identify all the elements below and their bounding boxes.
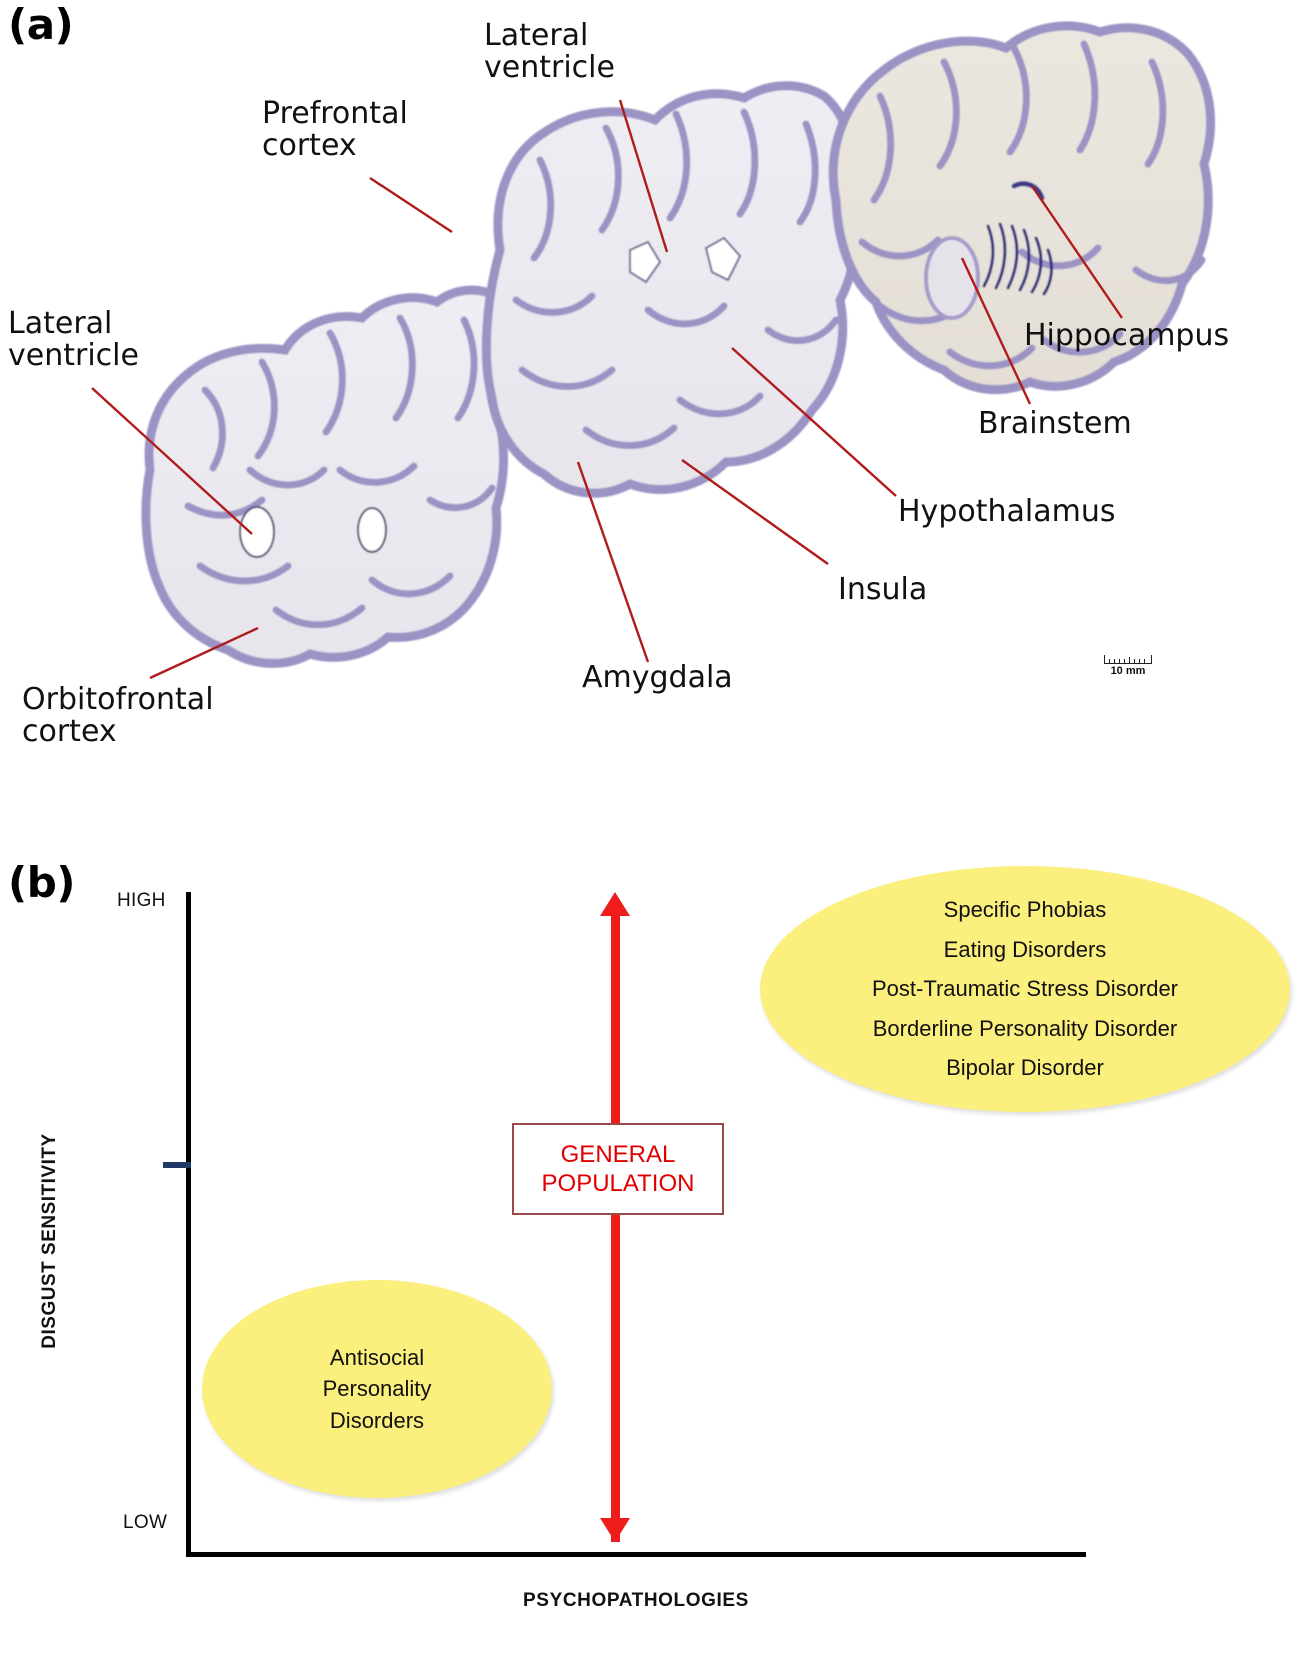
arrow-head-up-icon	[600, 892, 630, 916]
label-hypothalamus: Hypothalamus	[898, 494, 1116, 529]
leader-lateral-ventricle-top	[618, 99, 669, 253]
leader-lateral-ventricle-left	[91, 387, 253, 535]
leader-insula	[681, 459, 829, 565]
low-disgust-sensitivity-ellipse: Antisocial Personality Disorders	[202, 1280, 552, 1498]
general-population-box: GENERAL POPULATION	[512, 1123, 724, 1215]
general-population-label: GENERAL POPULATION	[541, 1140, 695, 1197]
label-lateral-ventricle-top: Lateral ventricle	[484, 18, 615, 86]
leader-hippocampus	[1031, 185, 1123, 319]
label-brainstem: Brainstem	[978, 406, 1132, 441]
panel-b-disgust-sensitivity-chart: (b) HIGH LOW DISGUST SENSITIVITY PSYCHOP…	[0, 830, 1300, 1677]
low-disgust-sensitivity-list: Antisocial Personality Disorders	[322, 1345, 432, 1433]
y-axis-low-label: LOW	[123, 1512, 168, 1533]
leader-prefrontal-cortex	[369, 176, 453, 234]
panel-a-brain-sections: (a)	[0, 0, 1300, 800]
label-lateral-ventricle-left: Lateral ventricle	[8, 306, 139, 374]
label-prefrontal-cortex: Prefrontal cortex	[262, 96, 408, 164]
y-axis-line	[186, 892, 191, 1556]
leader-lines	[91, 99, 1123, 680]
label-insula: Insula	[838, 572, 928, 607]
label-hippocampus: Hippocampus	[1024, 318, 1230, 353]
high-disgust-sensitivity-list: Specific Phobias Eating Disorders Post-T…	[871, 897, 1179, 1081]
high-disgust-sensitivity-ellipse: Specific Phobias Eating Disorders Post-T…	[760, 866, 1290, 1112]
y-axis-midpoint-tick	[163, 1162, 191, 1168]
leader-amygdala	[576, 461, 650, 663]
label-amygdala: Amygdala	[582, 660, 733, 695]
brain-section-anterior	[141, 285, 511, 668]
x-axis-title: PSYCHOPATHOLOGIES	[523, 1590, 749, 1611]
brain-coronal-sections-image	[91, 21, 1216, 680]
leader-orbitofrontal-cortex	[149, 626, 259, 680]
y-axis-high-label: HIGH	[117, 890, 166, 911]
brain-section-posterior	[828, 21, 1216, 395]
panel-a-letter: (a)	[8, 0, 74, 49]
brain-section-middle	[481, 81, 860, 498]
scale-bar-ruler-icon	[1104, 652, 1152, 664]
x-axis-line	[186, 1552, 1086, 1557]
arrow-head-down-icon	[600, 1518, 630, 1542]
leader-brainstem	[960, 257, 1032, 405]
general-population-range-arrow-shaft	[611, 912, 620, 1542]
scale-bar-caption: 10 mm	[1110, 665, 1146, 677]
leader-hypothalamus	[731, 347, 897, 497]
panel-b-letter: (b)	[8, 858, 75, 907]
scale-bar: 10 mm	[1098, 652, 1158, 677]
label-orbitofrontal-cortex: Orbitofrontal cortex	[22, 682, 214, 750]
y-axis-title: DISGUST SENSITIVITY	[39, 1133, 60, 1349]
